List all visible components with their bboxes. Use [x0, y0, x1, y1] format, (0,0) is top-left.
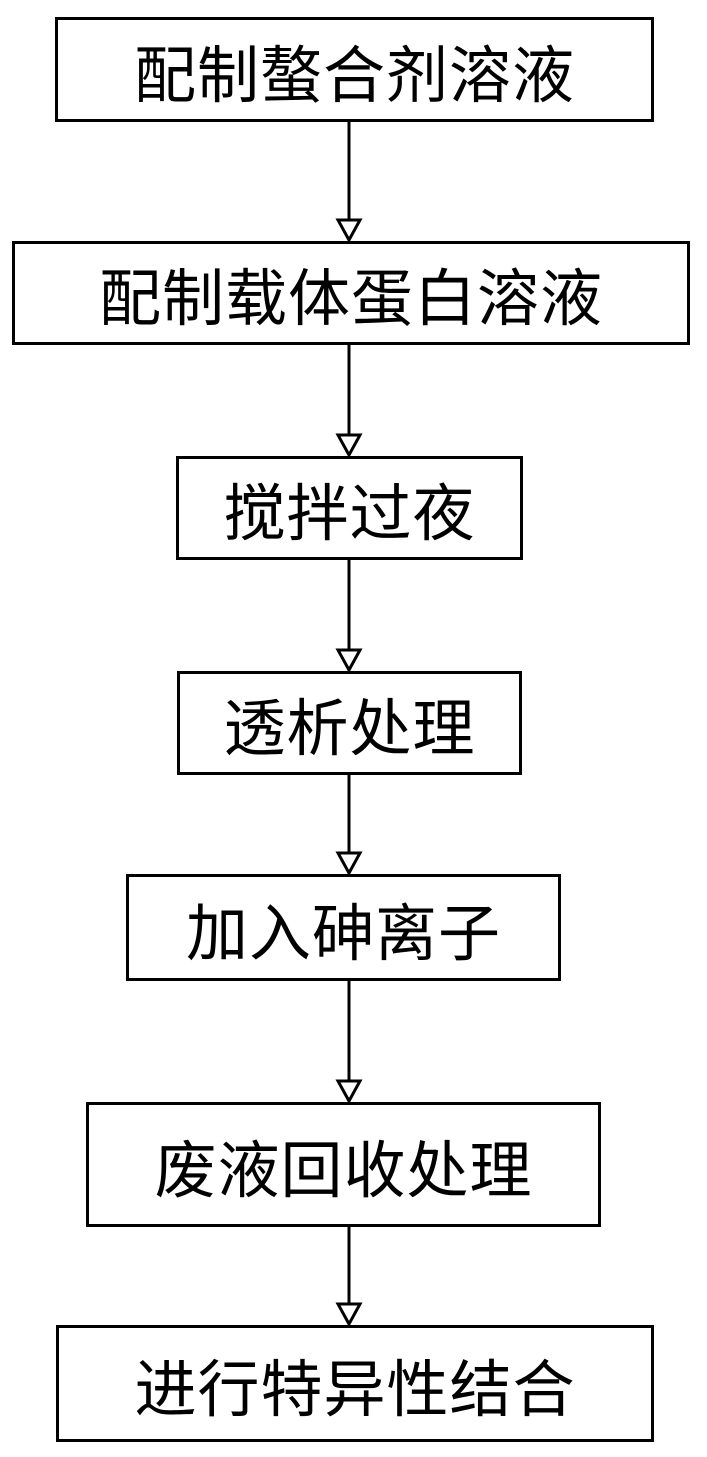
step-box-add-arsenic-ions: 加入砷离子	[126, 874, 561, 981]
arrow-1	[338, 122, 360, 240]
step-box-dialysis: 透析处理	[177, 671, 522, 775]
step-label: 配制载体蛋白溶液	[99, 248, 603, 338]
step-label: 透析处理	[223, 678, 475, 768]
step-label: 搅拌过夜	[223, 463, 475, 553]
step-box-specific-binding: 进行特异性结合	[56, 1325, 654, 1442]
arrow-5	[338, 981, 360, 1101]
arrow-4	[338, 775, 360, 873]
step-label: 进行特异性结合	[134, 1339, 575, 1429]
step-label: 废液回收处理	[154, 1120, 532, 1210]
arrow-2	[338, 345, 360, 455]
step-box-waste-recovery: 废液回收处理	[86, 1102, 601, 1227]
step-box-stir-overnight: 搅拌过夜	[176, 456, 523, 560]
arrow-6	[338, 1227, 360, 1324]
step-box-prepare-carrier-protein: 配制载体蛋白溶液	[12, 241, 690, 345]
step-label: 加入砷离子	[186, 883, 501, 973]
step-label: 配制螯合剂溶液	[134, 25, 575, 115]
arrow-3	[338, 560, 360, 670]
step-box-prepare-chelator: 配制螯合剂溶液	[55, 17, 654, 122]
